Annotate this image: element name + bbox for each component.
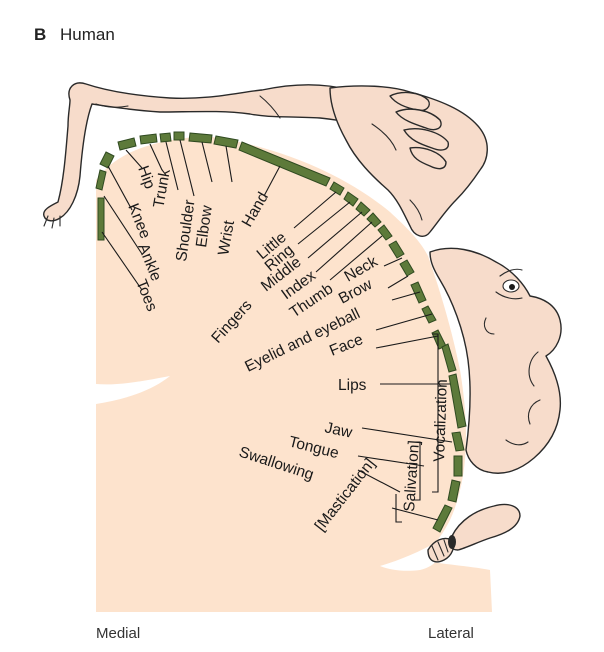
label-elbow: Elbow bbox=[193, 204, 216, 249]
cortex-notch bbox=[96, 376, 170, 404]
axis-lateral: Lateral bbox=[428, 625, 474, 642]
leader-lines bbox=[101, 139, 453, 521]
label-trunk: Trunk bbox=[150, 167, 174, 209]
panel-letter: B bbox=[34, 25, 46, 44]
face-figure bbox=[429, 247, 562, 474]
label-lips: Lips bbox=[338, 377, 367, 394]
label-jaw: Jaw bbox=[323, 419, 354, 442]
brackets bbox=[395, 333, 439, 523]
axis-medial: Medial bbox=[96, 625, 140, 642]
label-wrist: Wrist bbox=[215, 219, 238, 257]
cortex-section bbox=[96, 136, 492, 612]
panel-title: Human bbox=[60, 25, 115, 44]
hand-figure bbox=[329, 85, 488, 237]
label-hip: Hip bbox=[134, 164, 158, 192]
label-salivation: Salivation] bbox=[401, 440, 423, 513]
label-vocalization: Vocalization bbox=[431, 379, 451, 462]
tongue-figure bbox=[427, 503, 521, 563]
motor-segments bbox=[95, 131, 467, 533]
cortex-gap bbox=[380, 540, 442, 571]
